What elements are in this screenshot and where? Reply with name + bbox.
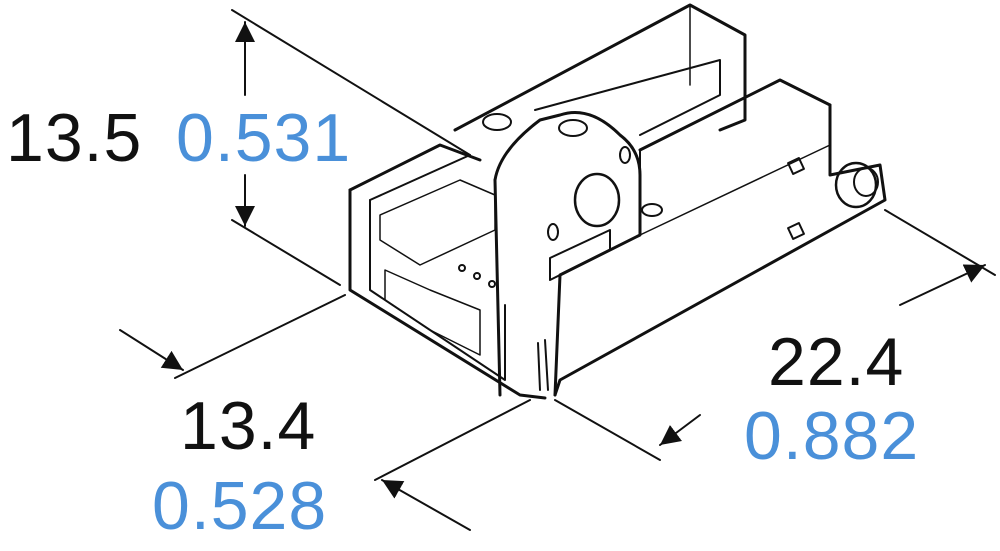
height-mm-label: 13.5: [6, 100, 143, 176]
sensor-body: [348, 3, 887, 400]
depth-inch-label: 0.528: [152, 468, 328, 544]
depth-mm-label: 13.4: [180, 388, 317, 464]
depth-dimension-lines: [119, 294, 531, 531]
length-inch-label: 0.882: [744, 398, 920, 474]
height-dimension-lines: [231, 9, 471, 286]
length-dimension-lines: [554, 209, 996, 461]
height-inch-label: 0.531: [176, 100, 352, 176]
length-mm-label: 22.4: [768, 324, 905, 400]
